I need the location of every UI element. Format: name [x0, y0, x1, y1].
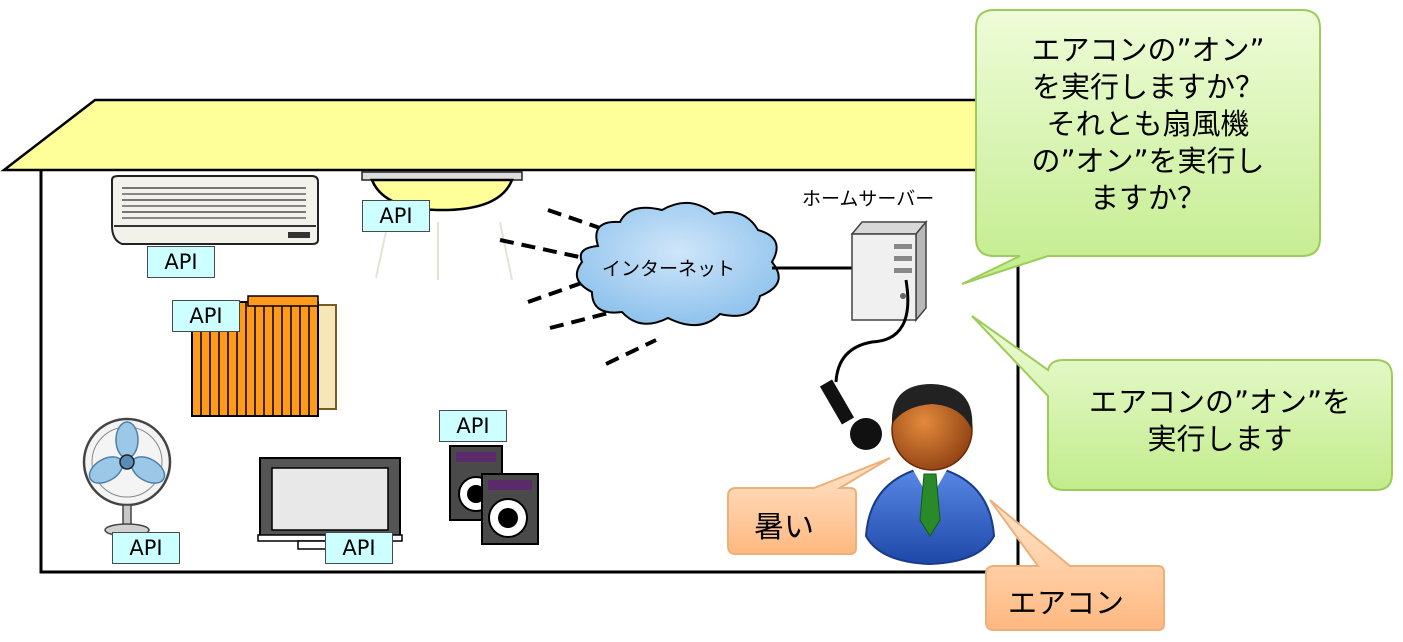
speech-hot-bubble: [727, 457, 891, 555]
callout-question-line: を実行しますか？: [1031, 70, 1264, 104]
api-label-curtain: API: [172, 300, 240, 332]
callout-question-line: ますか？: [1089, 181, 1206, 215]
air-conditioner-icon: [111, 175, 319, 245]
home-server-label: ホームサーバー: [802, 188, 935, 210]
speech-hot-text: 暑い: [754, 510, 814, 545]
callout-answer-line: 実行します: [1147, 422, 1293, 456]
api-label-fan: API: [112, 532, 180, 564]
speech-aircon-text: エアコン: [1008, 586, 1125, 620]
api-label-ceiling-light: API: [362, 200, 430, 232]
house-roof: [0, 98, 1043, 172]
callout-question-line: の”オン”を実行し: [1031, 144, 1265, 178]
callout-answer-text: エアコンの”オン”を 実行します: [1052, 384, 1388, 458]
speaker-icon: [449, 445, 539, 545]
person-icon: [864, 384, 996, 566]
internet-cloud-icon: [575, 202, 780, 326]
callout-answer-line: エアコンの”オン”を: [1088, 385, 1352, 419]
api-label-speaker: API: [439, 410, 507, 442]
internet-label: インターネット: [602, 258, 736, 280]
electric-fan-icon: [82, 417, 172, 537]
callout-question-line: それとも扇風機: [1046, 107, 1250, 141]
callout-question-bubble: [961, 9, 1321, 285]
speech-aircon-bubble: [985, 499, 1165, 631]
microphone-icon: [819, 279, 910, 450]
api-label-air-conditioner: API: [147, 246, 215, 278]
home-server-icon: [850, 219, 928, 323]
callout-answer-bubble: [971, 315, 1393, 491]
callout-question-line: エアコンの”オン”: [1031, 33, 1265, 67]
callout-question-text: エアコンの”オン” を実行しますか？ それとも扇風機 の”オン”を実行し ますか…: [980, 32, 1316, 217]
api-label-television: API: [325, 532, 393, 564]
